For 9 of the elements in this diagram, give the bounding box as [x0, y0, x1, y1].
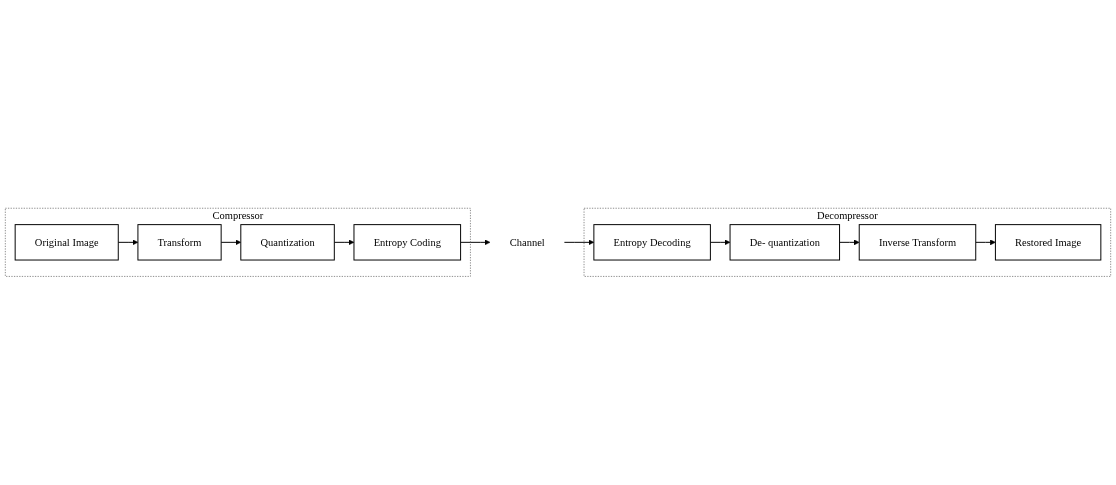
node-box: Inverse Transform: [858, 224, 977, 261]
node-box: Original Image: [14, 224, 119, 261]
node-box: Entropy Decoding: [593, 224, 711, 261]
node-box: Transform: [137, 224, 222, 261]
node-box: Entropy Coding: [353, 224, 462, 261]
node-text: Channel: [509, 236, 545, 248]
node-box: Quantization: [240, 224, 335, 261]
node-box: De- quantization: [729, 224, 841, 261]
node-box: Restored Image: [994, 224, 1102, 261]
